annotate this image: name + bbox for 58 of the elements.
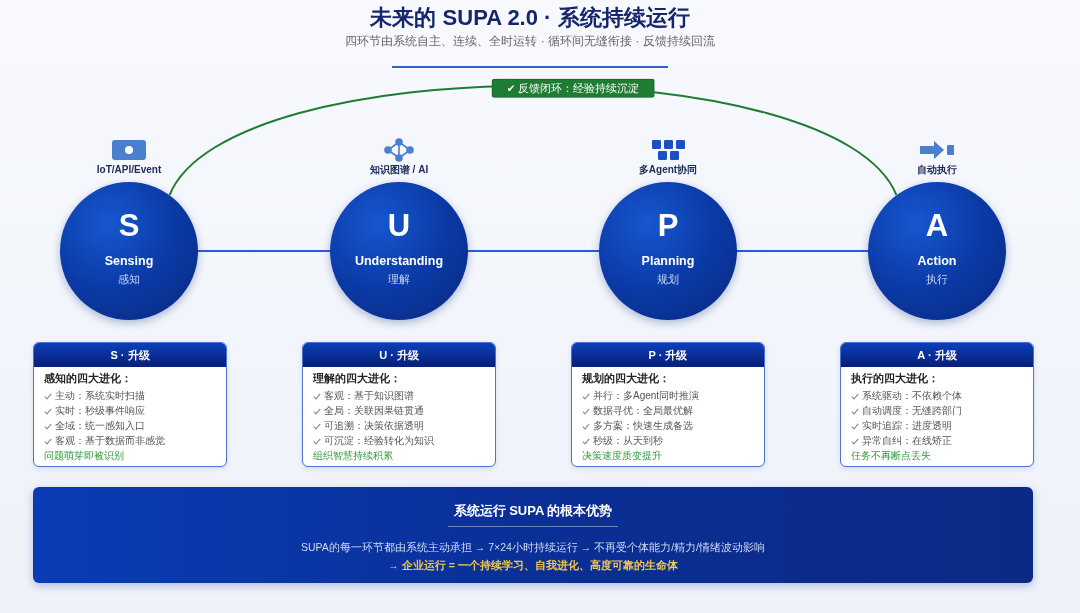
circle-title: Action: [917, 255, 957, 268]
list-item: 实时：秒级事件响应: [55, 406, 145, 416]
list-item: 数据寻优：全局最优解: [593, 406, 693, 416]
list-item: 实时追踪：进度透明: [862, 421, 952, 431]
panel-text: SUPA的每一环节都由系统主动承担 → 7×24小时持续运行 → 不再受个体能力/精力/情绪波动影响: [301, 542, 765, 553]
list-item: 异常自纠：在线矫正: [862, 436, 952, 446]
list-item: 系统驱动：不依赖个体: [862, 391, 962, 401]
card-header: U · 升级: [303, 343, 495, 367]
card-heading: 理解的四大进化：: [313, 373, 401, 384]
card-header: P · 升级: [572, 343, 764, 367]
list-item: 全域：统一感知入口: [55, 421, 145, 431]
title: 未来的 SUPA 2.0 · 系统持续运行: [370, 6, 690, 31]
circle-title: Planning: [641, 255, 695, 268]
card-note: 问题萌芽即被识别: [44, 451, 124, 461]
circle-letter: S: [118, 210, 140, 241]
info-card: [33, 342, 227, 467]
info-card: [302, 342, 496, 467]
list-item: 自动调度：无缝跨部门: [862, 406, 962, 416]
circle-letter: U: [387, 210, 411, 241]
circle-letter: P: [657, 210, 679, 241]
circle-subtitle: 规划: [657, 274, 679, 285]
info-card: [571, 342, 765, 467]
connector-line: [197, 250, 331, 252]
connector-line: [467, 250, 600, 252]
list-item: 多方案：快速生成备选: [593, 421, 693, 431]
list-item: 可追溯：决策依据透明: [324, 421, 424, 431]
circle-subtitle: 执行: [926, 274, 948, 285]
list-item: 客观：基于数据而非感觉: [55, 436, 165, 446]
info-card: [840, 342, 1034, 467]
list-item: 主动：系统实时扫描: [55, 391, 145, 401]
circle-title: Sensing: [104, 255, 154, 268]
panel-title: 系统运行 SUPA 的根本优势: [453, 504, 613, 517]
list-item: 并行：多Agent同时推演: [593, 391, 700, 401]
card-note: 决策速度质变提升: [582, 451, 662, 461]
icon-caption: 自动执行: [917, 165, 957, 175]
circle-subtitle: 感知: [118, 274, 140, 285]
circle-title: Understanding: [354, 255, 444, 268]
card-header: A · 升级: [841, 343, 1033, 367]
card-heading: 感知的四大进化：: [44, 373, 132, 384]
card-note: 任务不再断点丢失: [851, 451, 931, 461]
subtitle: 四环节由系统自主、连续、全时运转 · 循环间无缝衔接 · 反馈持续回流: [345, 35, 715, 47]
list-item: 客观：基于知识图谱: [324, 391, 414, 401]
icon-caption: 多Agent协同: [638, 165, 698, 175]
edge-label: ✔ 反馈闭环：经验持续沉淀: [491, 79, 655, 98]
list-item: 全局：关联因果链贯通: [324, 406, 424, 416]
card-heading: 规划的四大进化：: [582, 373, 670, 384]
icon-caption: IoT/API/Event: [96, 165, 162, 175]
circle-letter: A: [925, 210, 949, 241]
card-heading: 执行的四大进化：: [851, 373, 939, 384]
highlight-text: → 企业运行 = 一个持续学习、自我进化、高度可靠的生命体: [388, 560, 678, 571]
list-item: 可沉淀：经验转化为知识: [324, 436, 434, 446]
circle-subtitle: 理解: [388, 274, 410, 285]
card-header: S · 升级: [34, 343, 226, 367]
card-note: 组织智慧持续积累: [313, 451, 393, 461]
list-item: 秒级：从天到秒: [593, 436, 663, 446]
connector-line: [736, 250, 869, 252]
summary-panel: [33, 487, 1033, 583]
icon-caption: 知识图谱 / AI: [369, 165, 429, 175]
